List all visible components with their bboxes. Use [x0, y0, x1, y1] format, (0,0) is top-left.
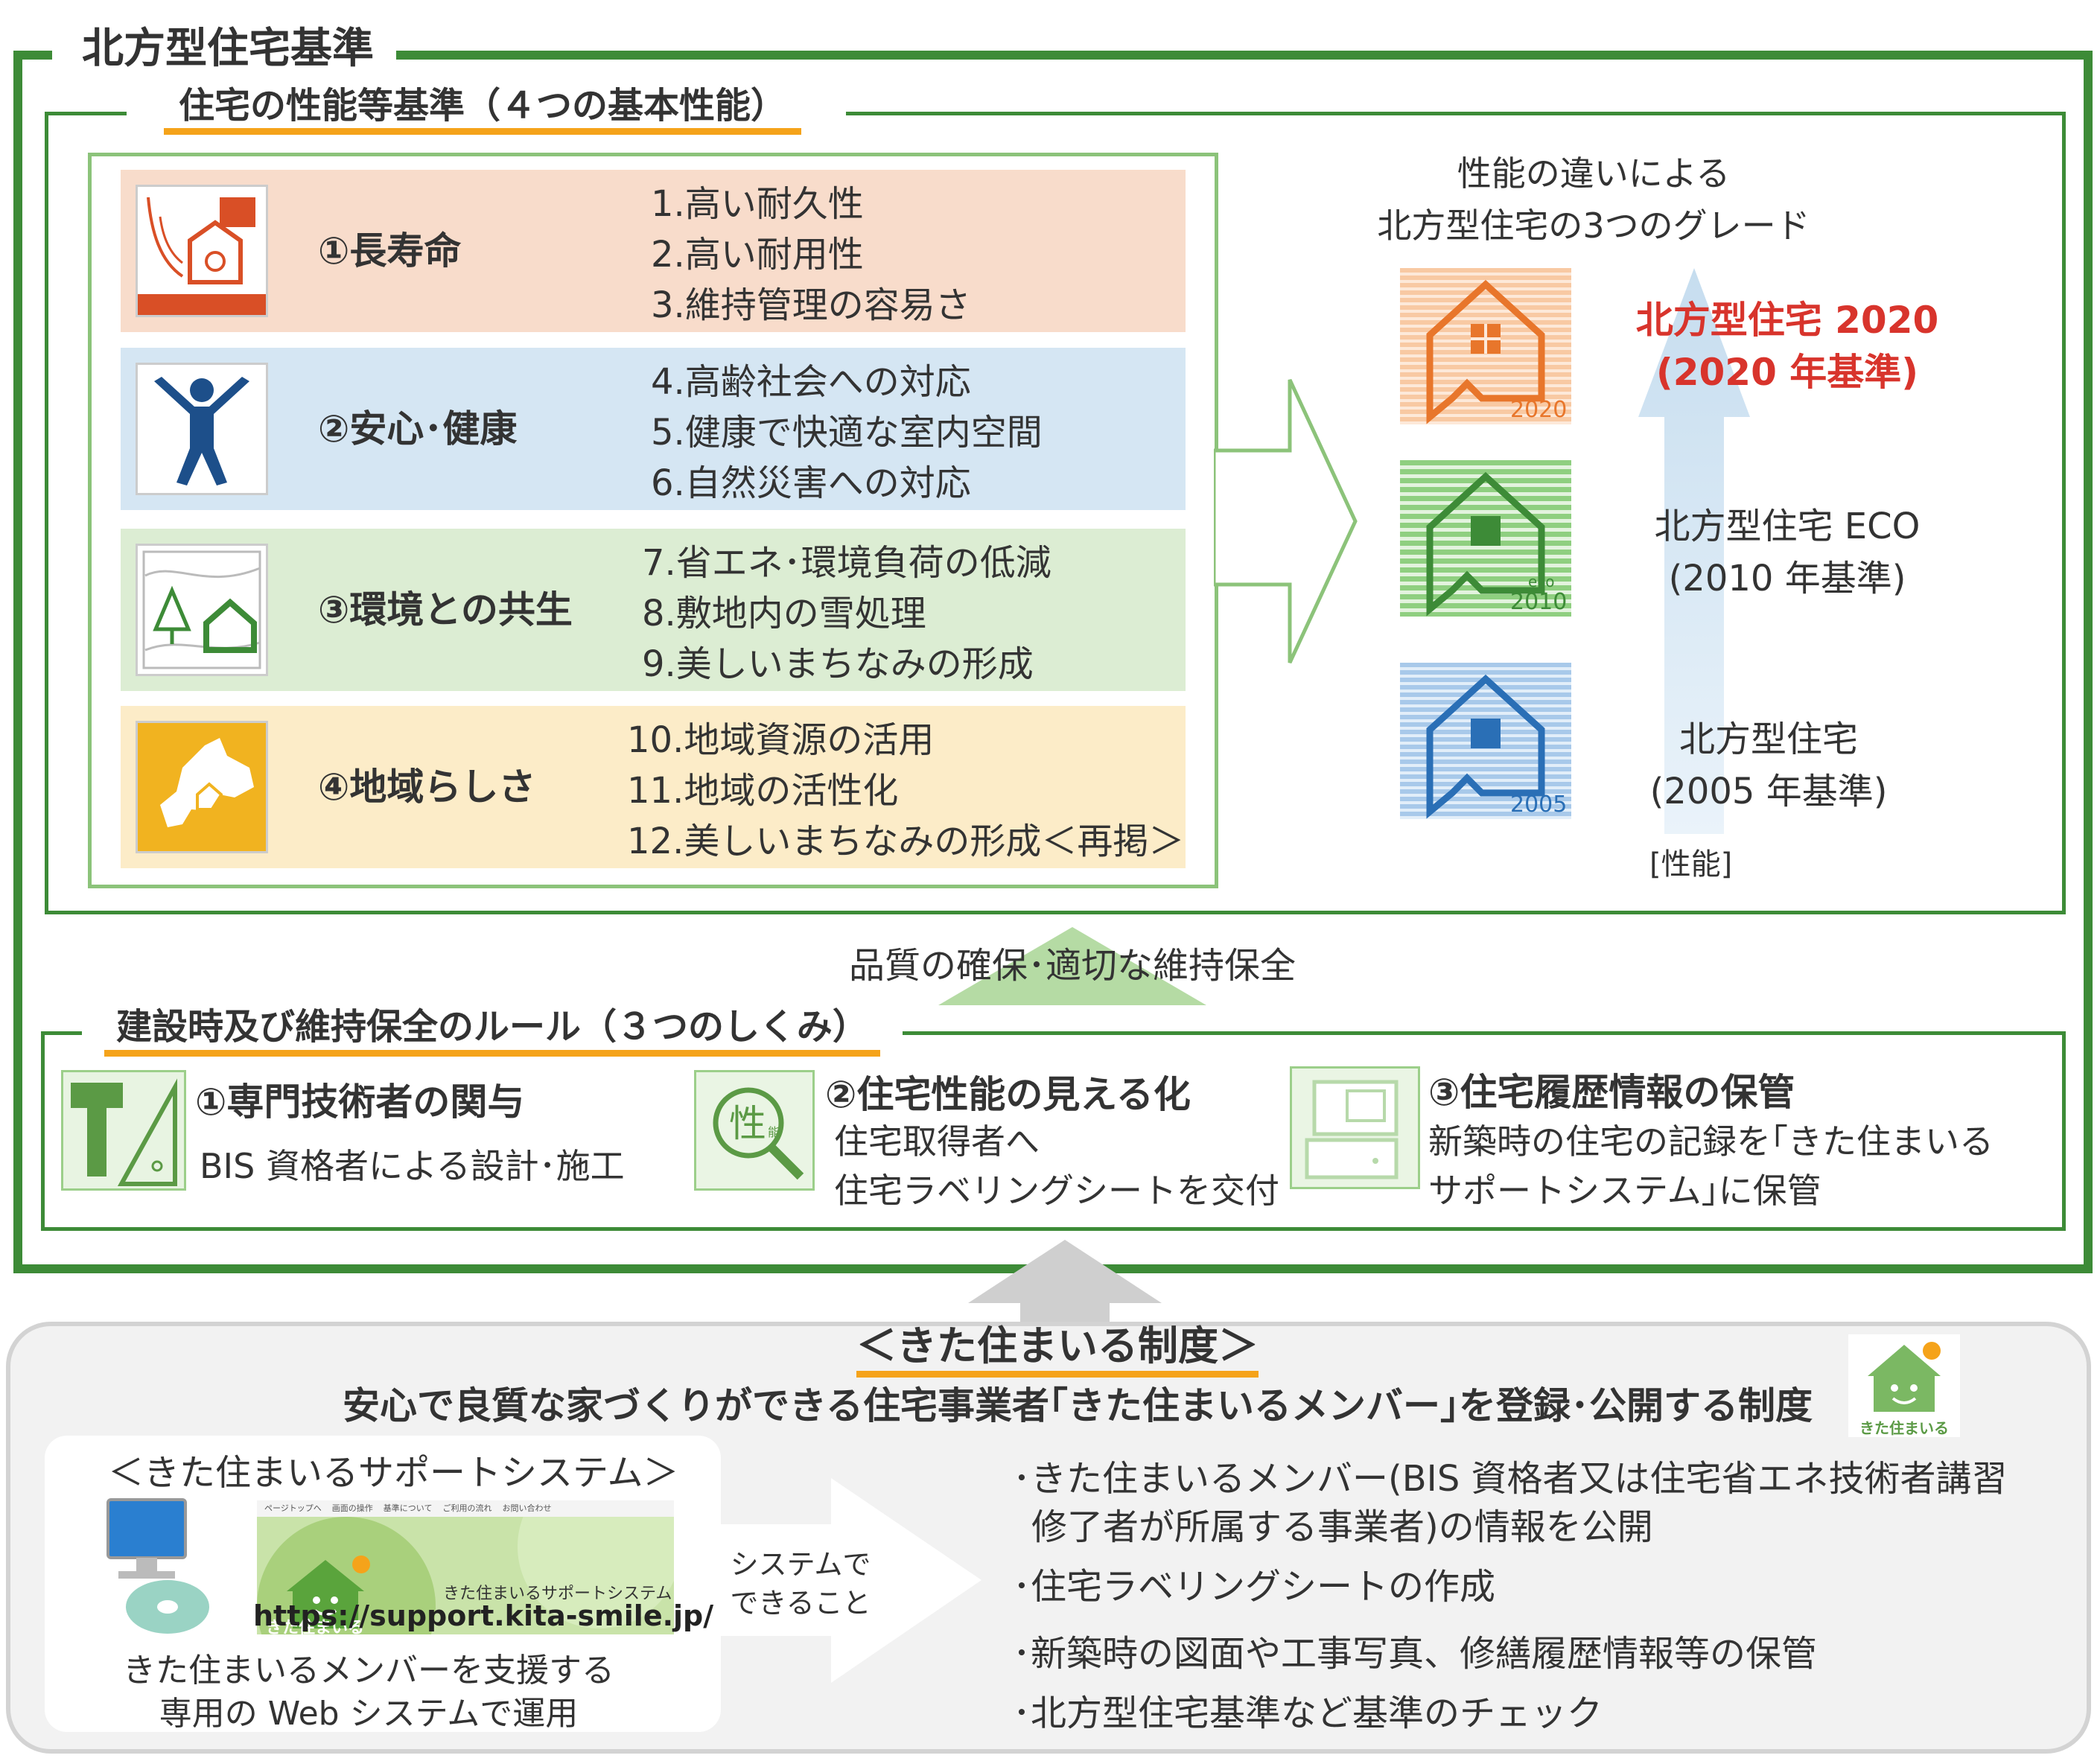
web-menu-item: お問い合わせ: [502, 1500, 551, 1517]
house-icon-eco: eco 2010: [1400, 460, 1571, 617]
perf-row-name: ④地域らしさ: [318, 706, 535, 868]
house-icon-2020: 2020: [1400, 268, 1571, 424]
rule-2-lines: 住宅取得者へ 住宅ラベリングシートを交付: [834, 1117, 1279, 1215]
perf-row-name: ①長寿命: [318, 170, 461, 332]
house-icon-2005: 2005: [1400, 663, 1571, 819]
rules-title: 建設時及び維持保全のルール（３つのしくみ）: [104, 1004, 880, 1057]
kita-up-arrow: [968, 1240, 1162, 1325]
perf-item: 2.高い耐用性: [651, 229, 971, 280]
rule-2-title: ②住宅性能の見える化: [825, 1065, 1191, 1118]
performance-title-wrap: 住宅の性能等基準（４つの基本性能）: [127, 83, 846, 137]
perf-item: 8.敷地内の雪処理: [642, 588, 1051, 639]
perf-item: 9.美しいまちなみの形成: [642, 639, 1051, 690]
grade-label-2020: 北方型住宅 2020 (2020 年基準): [1601, 294, 1973, 398]
kita-logo-text: きた住まいる: [1848, 1419, 1960, 1437]
kita-bullet: ･住宅ラベリングシートの作成: [1013, 1564, 1495, 1610]
grade-line2: (2010 年基準): [1601, 553, 1973, 605]
perf-row-longevity: ①長寿命 1.高い耐久性 2.高い耐用性 3.維持管理の容易さ: [121, 170, 1186, 332]
grade-label-eco: 北方型住宅 ECO (2010 年基準): [1601, 500, 1973, 605]
system-arrow-line: システムで: [715, 1545, 886, 1584]
kita-subtitle: 安心で良質な家づくりができる住宅事業者｢きた住まいるメンバー｣を登録･公開する制…: [343, 1376, 1813, 1430]
rule-1-title: ①専門技術者の関与: [195, 1072, 524, 1126]
grade-badge: 2010: [1510, 589, 1567, 615]
support-desc: きた住まいるメンバーを支援する 専用の Web システムで運用: [60, 1649, 678, 1736]
kita-bullet: 修了者が所属する事業者)の情報を公開: [1031, 1504, 1653, 1550]
computer-archive-icon: [1290, 1066, 1420, 1189]
perf-item: 3.維持管理の容易さ: [651, 280, 971, 331]
web-menu-item: 画面の操作: [332, 1500, 373, 1517]
rule-3-title: ③住宅履歴情報の保管: [1428, 1063, 1795, 1116]
perf-row-name: ②安心･健康: [318, 348, 517, 510]
perf-item: 12.美しいまちなみの形成＜再掲＞: [627, 816, 1184, 867]
kita-bullet: ･きた住まいるメンバー(BIS 資格者又は住宅省エネ技術者講習: [1013, 1456, 2008, 1502]
web-menu-bar: ページトップへ 画面の操作 基準について ご利用の流れ お問い合わせ: [257, 1500, 674, 1517]
support-url[interactable]: https://support.kita-smile.jp/: [253, 1599, 713, 1632]
perf-item: 6.自然災害への対応: [651, 458, 1043, 509]
hammer-ruler-icon: [61, 1070, 186, 1191]
perf-row-items: 10.地域資源の活用 11.地域の活性化 12.美しいまちなみの形成＜再掲＞: [627, 715, 1184, 867]
performance-axis-label: [性能]: [1649, 840, 1732, 883]
web-menu-item: 基準について: [384, 1500, 433, 1517]
support-desc-line: きた住まいるメンバーを支援する: [60, 1649, 678, 1693]
grade-line1: 北方型住宅: [1601, 713, 1936, 765]
kita-logo: きた住まいる: [1848, 1334, 1960, 1437]
magnifier-icon: 性 能: [694, 1070, 815, 1191]
grade-label-2005: 北方型住宅 (2005 年基準): [1601, 713, 1936, 818]
grade-line1: 北方型住宅 2020: [1601, 294, 1973, 346]
support-desc-line: 専用の Web システムで運用: [60, 1693, 678, 1736]
perf-item: 1.高い耐久性: [651, 179, 971, 229]
perf-row-items: 1.高い耐久性 2.高い耐用性 3.維持管理の容易さ: [651, 179, 971, 331]
perf-item: 4.高齢社会への対応: [651, 357, 1043, 407]
rule-1-line: BIS 資格者による設計･施工: [200, 1139, 625, 1188]
hokkaido-map-icon: [136, 721, 268, 853]
system-arrow-label: システムで できること: [715, 1545, 886, 1623]
environment-icon: [136, 544, 268, 676]
magnifier-text-small: 能: [768, 1125, 780, 1139]
grade-line2: (2020 年基準): [1601, 346, 1973, 398]
monitor-icon: [101, 1497, 212, 1638]
longevity-icon: [136, 185, 268, 317]
rules-title-wrap: 建設時及び維持保全のルール（３つのしくみ）: [82, 1004, 903, 1059]
rule-3-line: サポートシステム｣に保管: [1428, 1166, 1994, 1215]
grades-heading-line1: 性能の違いによる: [1370, 147, 1817, 200]
rule-3-lines: 新築時の住宅の記録を｢きた住まいる サポートシステム｣に保管: [1428, 1117, 1994, 1215]
quality-label: 品質の確保･適切な維持保全: [819, 940, 1326, 992]
person-icon: [136, 363, 268, 495]
grade-line2: (2005 年基準): [1601, 765, 1936, 818]
rule-2-line: 住宅ラベリングシートを交付: [834, 1166, 1279, 1215]
perf-row-items: 4.高齢社会への対応 5.健康で快適な室内空間 6.自然災害への対応: [651, 357, 1043, 509]
perf-row-name: ③環境との共生: [318, 529, 573, 691]
rule-3-line: 新築時の住宅の記録を｢きた住まいる: [1428, 1117, 1994, 1166]
perf-item: 10.地域資源の活用: [627, 715, 1184, 765]
kita-title: ＜きた住まいる制度＞: [856, 1322, 1259, 1378]
web-menu-item: ご利用の流れ: [442, 1500, 491, 1517]
grades-heading-line2: 北方型住宅の3つのグレード: [1370, 200, 1817, 252]
perf-row-regional: ④地域らしさ 10.地域資源の活用 11.地域の活性化 12.美しいまちなみの形…: [121, 706, 1186, 868]
rule-2-line: 住宅取得者へ: [834, 1117, 1279, 1166]
perf-item: 11.地域の活性化: [627, 765, 1184, 816]
grades-heading: 性能の違いによる 北方型住宅の3つのグレード: [1370, 147, 1817, 252]
performance-title: 住宅の性能等基準（４つの基本性能）: [164, 83, 801, 135]
right-arrow: [1214, 372, 1363, 670]
support-title: ＜きた住まいるサポートシステム＞: [108, 1443, 679, 1495]
perf-row-environment: ③環境との共生 7.省エネ･環境負荷の低減 8.敷地内の雪処理 9.美しいまちな…: [121, 529, 1186, 691]
kita-bullet: ･新築時の図面や工事写真、修繕履歴情報等の保管: [1013, 1631, 1817, 1677]
main-title: 北方型住宅基準: [52, 13, 396, 84]
grade-line1: 北方型住宅 ECO: [1601, 500, 1973, 553]
grade-badge-small: eco: [1528, 573, 1555, 590]
web-menu-item: ページトップへ: [264, 1500, 322, 1517]
perf-row-items: 7.省エネ･環境負荷の低減 8.敷地内の雪処理 9.美しいまちなみの形成: [642, 538, 1051, 690]
grade-badge: 2020: [1510, 397, 1567, 423]
system-arrow-line: できること: [715, 1584, 886, 1623]
magnifier-text: 性: [729, 1102, 766, 1145]
perf-row-safety: ②安心･健康 4.高齢社会への対応 5.健康で快適な室内空間 6.自然災害への対…: [121, 348, 1186, 510]
perf-item: 5.健康で快適な室内空間: [651, 407, 1043, 458]
kita-bullet: ･北方型住宅基準など基準のチェック: [1013, 1690, 1603, 1736]
grade-badge: 2005: [1510, 792, 1567, 818]
perf-item: 7.省エネ･環境負荷の低減: [642, 538, 1051, 588]
